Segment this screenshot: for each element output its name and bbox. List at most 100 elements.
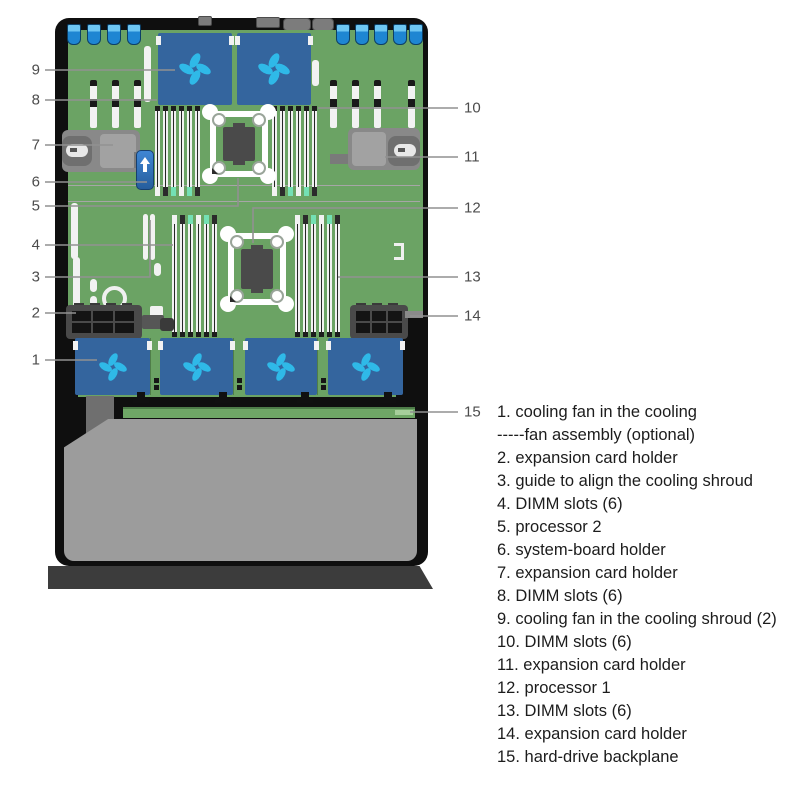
callout-label-9: 9 <box>31 61 40 79</box>
chassis-clip <box>393 24 407 45</box>
callout-label-6: 6 <box>31 173 40 191</box>
holder-arm <box>142 315 164 329</box>
dimm-bank-13 <box>295 215 341 337</box>
hard-drive-backplane <box>123 407 415 418</box>
fan-mount <box>301 392 309 400</box>
board-connector <box>150 306 163 317</box>
dimm-latches <box>172 332 218 337</box>
shroud-edge-line <box>68 201 420 202</box>
chassis-clip <box>374 24 388 45</box>
holder-arm <box>330 154 352 164</box>
legend-line: 9. cooling fan in the cooling shroud (2) <box>497 610 777 628</box>
rear-connector <box>198 16 212 26</box>
chassis-clip <box>127 24 141 45</box>
dimm-latches <box>155 106 203 111</box>
shroud-guide <box>143 214 148 260</box>
chassis-clip <box>409 24 423 45</box>
cooling-fan-3 <box>243 338 319 395</box>
dimm-keys <box>172 215 218 224</box>
fan-connector <box>317 338 329 395</box>
legend-line: 8. DIMM slots (6) <box>497 587 623 605</box>
holder-arm <box>405 311 423 318</box>
legend-line: -----fan assembly (optional) <box>497 426 696 444</box>
holder-latch <box>160 318 174 331</box>
dimm-latches <box>272 106 320 111</box>
dimm-slots <box>172 224 218 332</box>
callout-label-13: 13 <box>464 268 481 286</box>
processor-1-die <box>241 249 273 289</box>
legend-line: 11. expansion card holder <box>497 656 686 674</box>
shroud-fan-2 <box>235 33 313 105</box>
board-bracket <box>394 243 404 260</box>
dimm-keys <box>295 215 341 224</box>
callout-label-12: 12 <box>464 199 481 217</box>
dimm-bank-4 <box>172 215 218 337</box>
riser-slot <box>352 80 359 128</box>
cooling-fan-1 <box>73 338 152 395</box>
processor-1-socket <box>220 226 294 312</box>
fan-blade-icon <box>267 352 295 381</box>
drive-cage <box>64 419 417 561</box>
fan-mount <box>137 392 145 400</box>
legend-line: 1. cooling fan in the cooling <box>497 403 697 421</box>
callout-label-3: 3 <box>31 268 40 286</box>
chassis-clip <box>87 24 101 45</box>
fan-blade-icon <box>98 352 127 381</box>
legend-line: 6. system-board holder <box>497 541 666 559</box>
board-slot <box>144 46 151 102</box>
fan-connector <box>233 338 246 395</box>
dimm-slots <box>155 111 203 187</box>
dimm-bank-8 <box>155 106 203 196</box>
system-board-holder <box>136 150 154 190</box>
up-arrow-icon <box>140 157 150 164</box>
legend-line: 13. DIMM slots (6) <box>497 702 632 720</box>
fan-mount <box>219 392 227 400</box>
callout-label-11: 11 <box>464 148 480 166</box>
chassis-corner <box>62 336 78 398</box>
riser-slot <box>90 80 97 128</box>
callout-label-8: 8 <box>31 91 40 109</box>
fan-connector <box>150 338 161 395</box>
shroud-guide <box>150 214 155 260</box>
chassis-clip <box>107 24 121 45</box>
legend-line: 5. processor 2 <box>497 518 602 536</box>
legend-line: 12. processor 1 <box>497 679 611 697</box>
board-slot <box>312 60 319 86</box>
chassis-clip <box>67 24 81 45</box>
board-connector <box>154 263 161 276</box>
callout-label-4: 4 <box>31 236 40 254</box>
callout-label-1: 1 <box>31 351 40 369</box>
riser-slot <box>134 80 141 128</box>
callout-label-2: 2 <box>31 304 40 322</box>
legend-line: 7. expansion card holder <box>497 564 678 582</box>
processor-2-die <box>223 127 255 161</box>
legend: 1. cooling fan in the cooling -----fan a… <box>497 401 797 769</box>
cooling-fan-4 <box>326 338 405 395</box>
riser-slot <box>112 80 119 128</box>
dimm-slots <box>295 224 341 332</box>
legend-line: 14. expansion card holder <box>497 725 687 743</box>
board-slot <box>71 203 78 259</box>
fan-blade-icon <box>179 53 211 85</box>
callout-label-15: 15 <box>464 403 481 421</box>
legend-line: 15. hard-drive backplane <box>497 748 679 766</box>
processor-2-socket <box>202 104 276 184</box>
riser-slot <box>374 80 381 128</box>
dimm-keys <box>272 187 320 196</box>
legend-line: 10. DIMM slots (6) <box>497 633 632 651</box>
dimm-slots <box>272 111 320 187</box>
board-slot <box>73 257 80 307</box>
legend-line: 2. expansion card holder <box>497 449 678 467</box>
chassis-clip <box>336 24 350 45</box>
callout-label-5: 5 <box>31 197 40 215</box>
board-connector <box>90 279 97 292</box>
expansion-card-holder-2 <box>66 305 142 339</box>
fan-mount <box>384 392 392 400</box>
chassis-clip <box>355 24 369 45</box>
chassis-front-edge <box>48 566 433 589</box>
dimm-bank-10 <box>272 106 320 196</box>
callout-label-7: 7 <box>31 136 40 154</box>
legend-line: 4. DIMM slots (6) <box>497 495 623 513</box>
legend-line: 3. guide to align the cooling shroud <box>497 472 753 490</box>
